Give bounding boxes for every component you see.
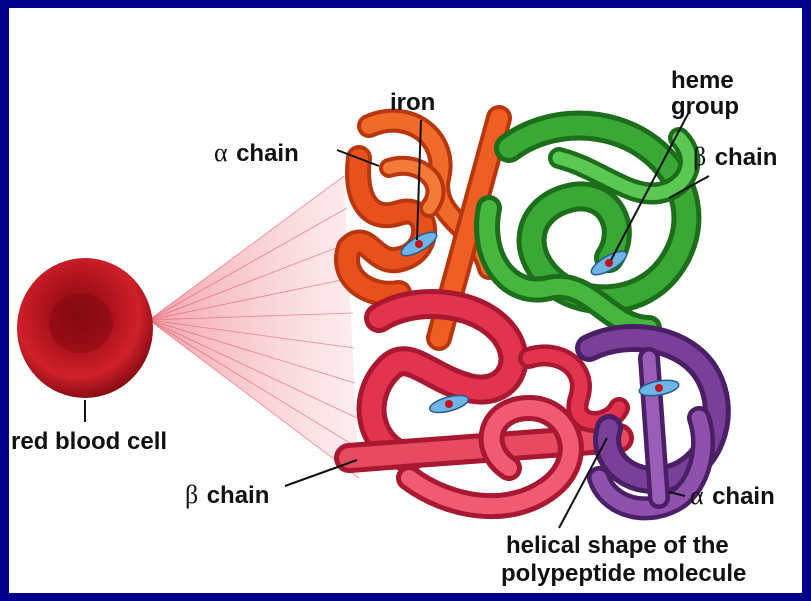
beta-chain-bottom-label: β chain	[185, 480, 269, 509]
diagram-panel: iron α chain heme group β chain red bloo…	[9, 8, 802, 593]
beta-chain-top	[487, 126, 689, 329]
beta-chain-top-label: β chain	[693, 142, 777, 171]
beta-symbol: β	[185, 480, 198, 509]
chain-word: chain	[207, 482, 270, 509]
alpha-chain-bottom-label: α chain	[690, 481, 775, 510]
hemoglobin-molecule	[347, 118, 717, 508]
heme-label-line1: heme	[671, 67, 734, 94]
red-blood-cell	[17, 258, 153, 398]
helical-shape-label-line2: polypeptide molecule	[501, 560, 746, 587]
helical-shape-label-line1: helical shape of the	[506, 532, 729, 559]
beta-symbol: β	[693, 142, 706, 171]
chain-word: chain	[712, 483, 775, 510]
magnification-cone	[149, 176, 359, 478]
alpha-symbol: α	[690, 481, 704, 510]
heme-label-line2: group	[671, 93, 739, 120]
alpha-symbol: α	[214, 138, 228, 167]
alpha-chain-top-label: α chain	[214, 138, 299, 167]
chain-word: chain	[715, 144, 778, 171]
beta-chain-bottom	[349, 304, 619, 506]
chain-word: chain	[236, 140, 299, 167]
iron-label: iron	[390, 89, 435, 116]
red-blood-cell-label: red blood cell	[11, 428, 167, 455]
hemoglobin-diagram: iron α chain heme group β chain red bloo…	[9, 8, 802, 593]
